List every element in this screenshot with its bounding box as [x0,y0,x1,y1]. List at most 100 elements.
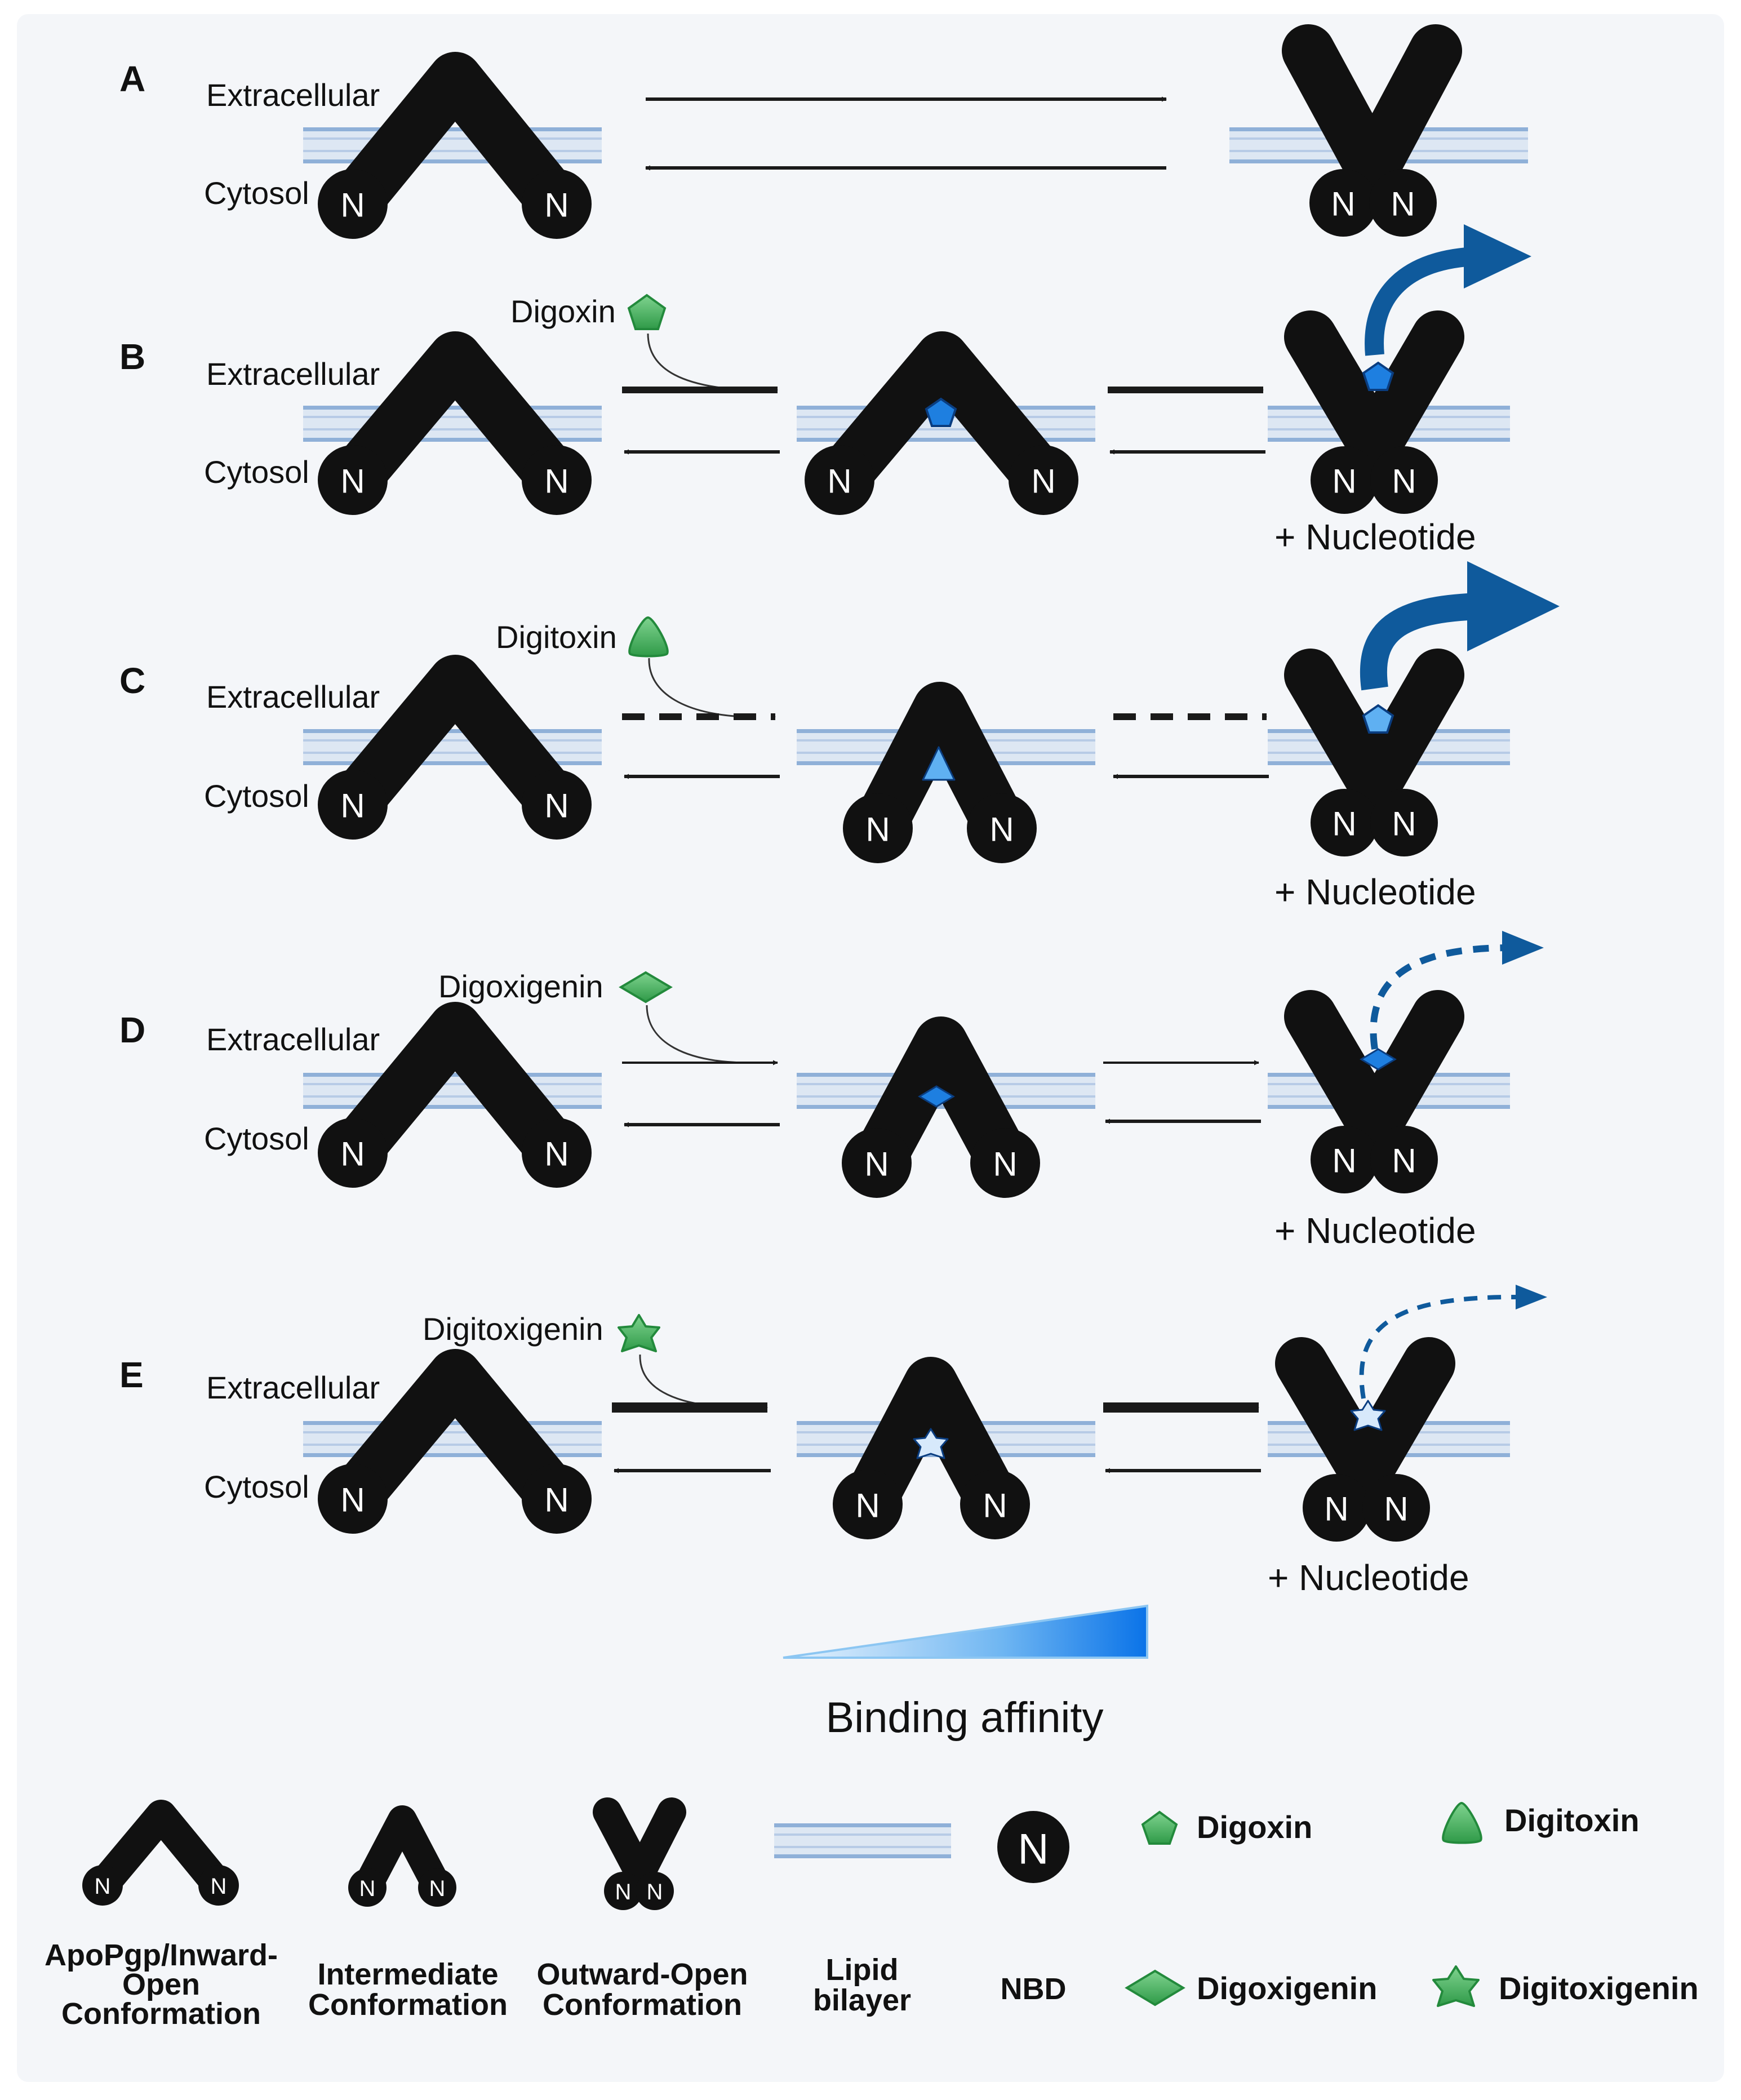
extracellular-label: Extracellular [206,356,380,392]
extracellular-label: Extracellular [206,1022,380,1057]
digoxigenin-diamond-icon [619,971,673,1004]
legend-digitoxin-triangle-icon [1442,1801,1482,1844]
legend-digoxin-pentagon-icon [1141,1810,1178,1845]
nbd-label: N [340,463,365,500]
efflux-arrowhead [1464,224,1531,288]
nbd-label: N [95,1874,111,1899]
legend-nbd-symbol: N [1018,1826,1049,1873]
nbd-label: N [544,463,569,500]
nbd-label: N [615,1880,632,1904]
efflux-arrow [1365,247,1477,356]
nucleotide-label: + Nucleotide [1274,1210,1476,1251]
nbd-label: N [989,811,1014,849]
extracellular-label: Extracellular [206,1370,380,1405]
nbd-label: N [855,1487,880,1525]
bound-digitoxigenin-icon [913,1428,949,1459]
lipid-bilayer [303,729,602,765]
legend-nbd-label: NBD [1001,1972,1067,2006]
nbd-label: N [544,1135,569,1173]
intermediate-transporter: N N [805,331,1078,515]
nbd-label: N [1332,463,1356,500]
intermediate-transporter: N N [833,1357,1030,1539]
legend-intermediate-label: Intermediate [317,1957,498,1991]
nbd-label: N [544,187,569,224]
inward-open-transporter: N N [318,1349,592,1534]
efflux-arrowhead [1502,931,1544,965]
legend-digitoxin-label: Digitoxin [1504,1802,1640,1838]
intermediate-transporter: N N [842,1016,1040,1198]
inward-open-transporter: N N [318,655,592,840]
legend-intermediate-label: Conformation [308,1988,508,2022]
efflux-arrow-dashed [1370,944,1511,1050]
nbd-label: N [647,1880,663,1904]
legend-digoxigenin-label: Digoxigenin [1197,1970,1377,2006]
nbd-label: N [340,787,365,825]
row-letter: D [119,1010,145,1050]
legend-inward-label: Conformation [61,1997,261,2031]
nbd-label: N [340,1481,365,1519]
legend-digoxigenin-diamond-icon [1125,1969,1185,2006]
nbd-label: N [359,1876,376,1901]
legend-inward-open-icon: N N [82,1800,239,1906]
nbd-label: N [340,1135,365,1173]
inward-open-transporter: N N [318,52,592,239]
row-e: E Extracellular Cytosol N N Digitoxigeni… [119,1285,1547,1598]
nbd-label: N [1031,463,1055,500]
legend-inward-label: Open [122,1968,200,2001]
bound-digitoxigenin-icon [1350,1400,1386,1431]
row-a: A Extracellular Cytosol N N [119,24,1528,239]
nbd-label: N [340,187,365,224]
cytosol-label: Cytosol [204,778,309,814]
legend-outward-label: Outward-Open [537,1957,748,1991]
nbd-label: N [1384,1490,1408,1528]
binding-curve [646,1005,744,1064]
nbd-label: N [983,1487,1007,1525]
lipid-bilayer [303,127,602,163]
cytosol-label: Cytosol [204,1121,309,1156]
nbd-label: N [1331,185,1355,223]
efflux-arrow [1360,593,1482,691]
nbd-label: N [827,463,851,500]
inward-open-transporter: N N [318,331,592,515]
cytosol-label: Cytosol [204,175,309,211]
legend-lipid-bilayer-icon [774,1823,951,1858]
nucleotide-label: + Nucleotide [1268,1557,1469,1598]
digitoxin-triangle-icon [628,616,669,658]
row-d: D Extracellular Cytosol N N Digoxigenin [119,931,1544,1251]
row-c: C Extracellular Cytosol N N Digitoxin [119,561,1560,912]
legend-digitoxigenin-star-icon [1432,1965,1480,2007]
bound-digitoxin-icon [922,746,956,781]
row-letter: C [119,660,145,701]
ligand-label: Digitoxin [496,619,617,655]
legend: N N ApoPgp/Inward- Open Conformation N N… [45,1797,1699,2031]
nbd-label: N [1391,185,1415,223]
nbd-label: N [1324,1490,1348,1528]
cytosol-label: Cytosol [204,454,309,490]
ligand-label: Digoxin [510,294,616,329]
outward-open-transporter: N N [1284,990,1464,1193]
efflux-arrowhead [1516,1285,1547,1309]
efflux-arrow-dashed [1359,1294,1522,1399]
ligand-label: Digoxigenin [438,969,603,1004]
row-letter: B [119,336,145,377]
row-letter: E [119,1355,144,1395]
nbd-label: N [429,1876,446,1901]
binding-affinity: Binding affinity [783,1604,1148,1742]
lipid-bilayer [303,1073,602,1109]
affinity-label: Binding affinity [826,1694,1104,1742]
cytosol-label: Cytosol [204,1469,309,1504]
affinity-wedge [783,1604,1148,1659]
digitoxigenin-star-icon [618,1314,660,1352]
row-b: B Extracellular Cytosol N N Digoxin [119,224,1531,557]
digoxin-pentagon-icon [627,294,667,330]
outward-open-transporter: N N [1284,310,1464,514]
lipid-bilayer [303,1421,602,1457]
nbd-label: N [1392,1142,1416,1180]
legend-outward-open-icon: N N [593,1797,686,1910]
legend-outward-label: Conformation [543,1988,742,2022]
intermediate-transporter: N N [843,682,1037,863]
nucleotide-label: + Nucleotide [1274,872,1476,912]
legend-digoxin-label: Digoxin [1197,1809,1312,1845]
extracellular-label: Extracellular [206,679,380,714]
figure-background [17,14,1724,2082]
